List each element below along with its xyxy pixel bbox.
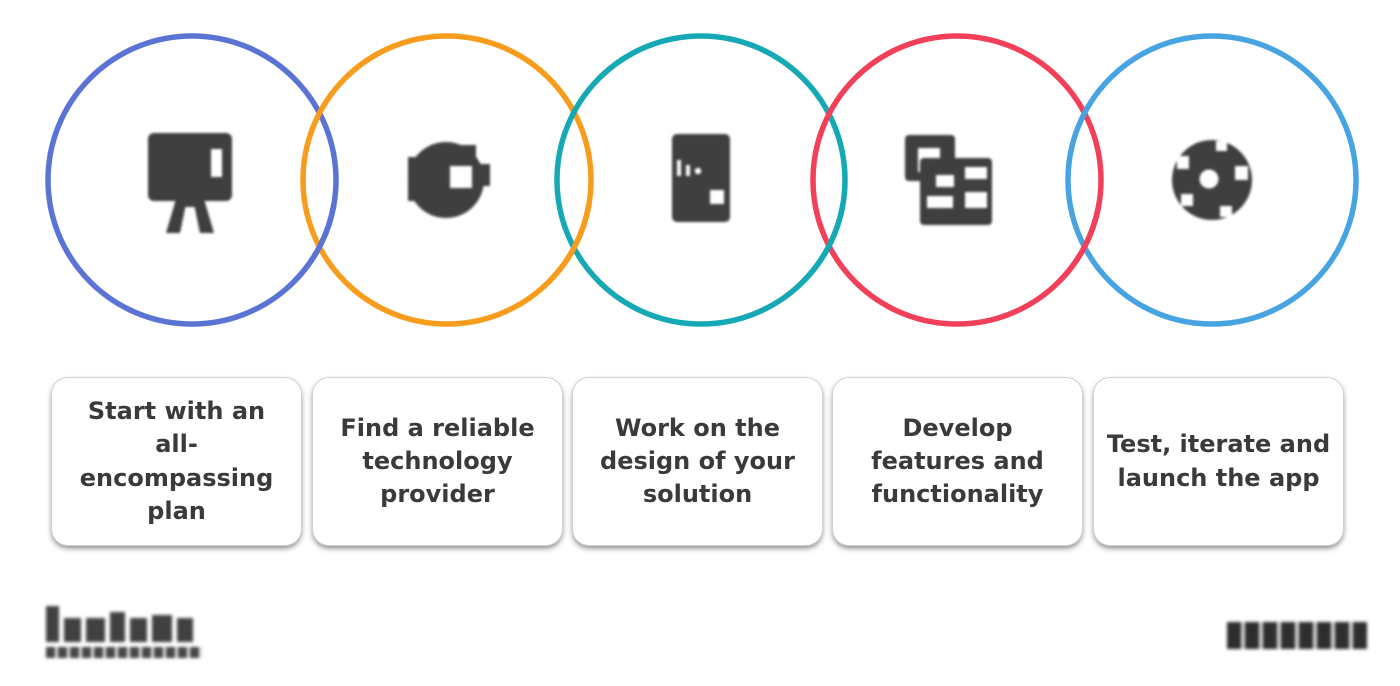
strategy-board-icon (148, 133, 232, 233)
footer-left-logo (46, 600, 202, 658)
launch-gear-icon (1172, 140, 1252, 220)
feature-modules-icon (905, 135, 992, 225)
technology-provider-icon (408, 142, 490, 218)
step-circles (45, 33, 1359, 327)
interlock-arc-1 (291, 202, 337, 285)
phone-design-icon (672, 134, 730, 222)
step-label-3: Work on the design of your solution (600, 413, 795, 509)
step-label-1: Start with an all-encompassing plan (79, 397, 274, 525)
step-circle-5 (1065, 33, 1359, 327)
interlock-arc-2 (546, 202, 592, 285)
step-circle-2 (300, 33, 594, 327)
step-card-5: Test, iterate and launch the app (1094, 378, 1343, 545)
step-card-2: Find a reliable technology provider (313, 378, 562, 545)
step-card-3: Work on the design of your solution (573, 378, 822, 545)
step-circle-4 (810, 33, 1104, 327)
step-circle-1 (45, 33, 339, 327)
step-circle-3 (554, 33, 848, 327)
step-card-4: Develop features and functionality (833, 378, 1082, 545)
interlock-arc-4 (1056, 202, 1102, 285)
interlock-arc-3 (800, 202, 846, 285)
step-label-4: Develop features and functionality (871, 413, 1044, 509)
footer-right-logo (1227, 622, 1367, 649)
step-card-1: Start with an all-encompassing plan (52, 378, 301, 545)
blurred-company-wordmark-icon (46, 600, 202, 658)
step-label-2: Find a reliable technology provider (340, 413, 535, 509)
step-label-5: Test, iterate and launch the app (1106, 430, 1331, 492)
